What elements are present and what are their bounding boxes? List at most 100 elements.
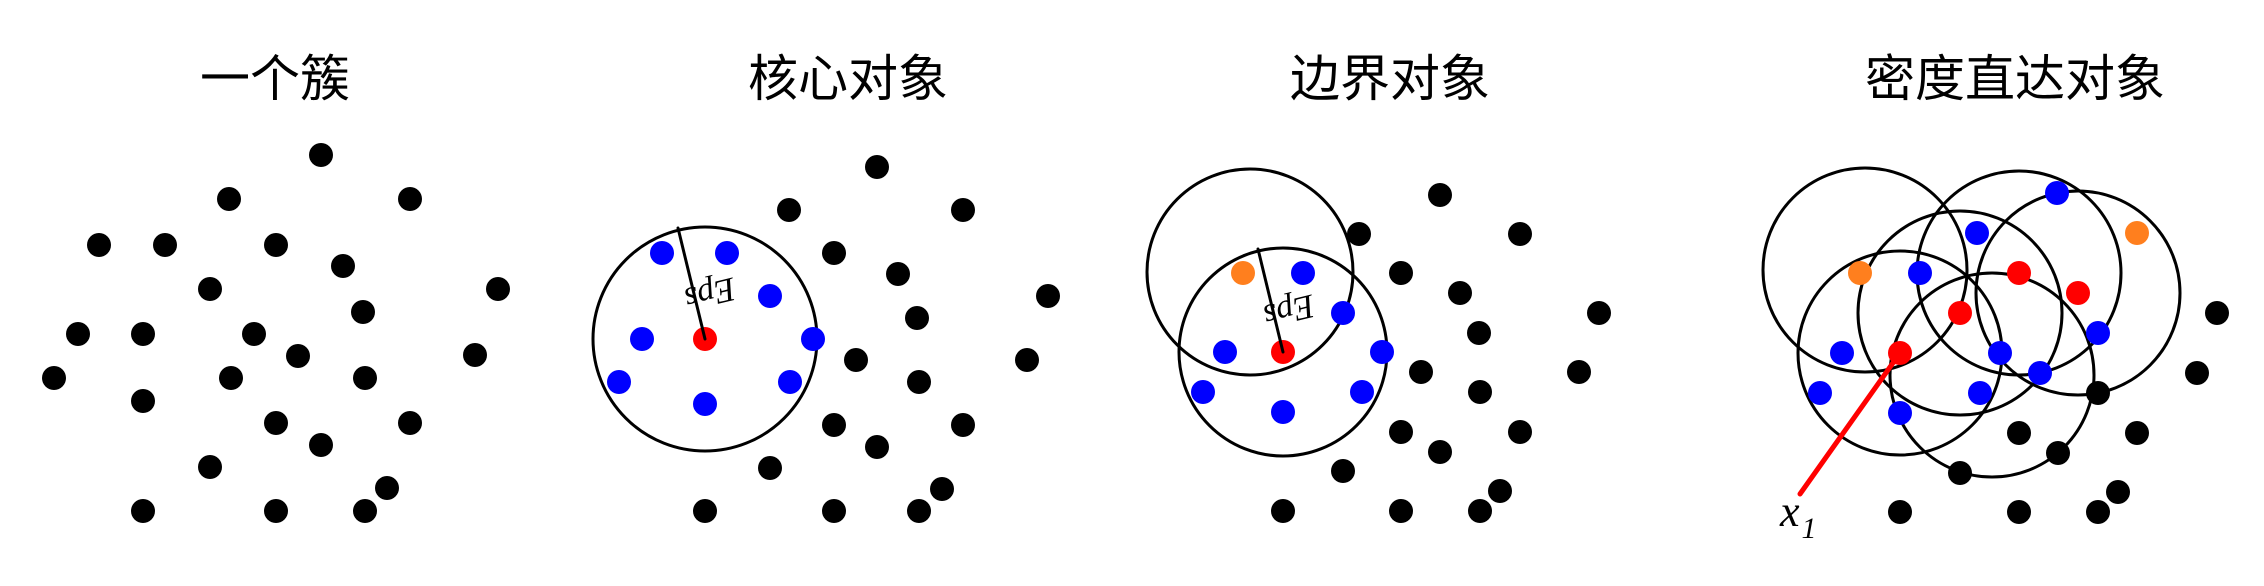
point-neighbor-core-object-18	[693, 392, 717, 416]
panel-density-reachable: x1 密度直达对象	[1761, 50, 2229, 545]
panel-title-core-object: 核心对象	[748, 50, 948, 108]
eps-circle-density-reachable-1	[1856, 209, 2064, 417]
panel-border-object: Eps 边界对象	[1145, 50, 1611, 523]
point-ordinary-density-reachable-25	[2007, 500, 2031, 524]
point-ordinary-core-object-8	[1036, 284, 1060, 308]
point-ordinary-cluster-22	[198, 455, 222, 479]
point-ordinary-border-object-24	[1271, 499, 1295, 523]
point-ordinary-core-object-14	[1015, 348, 1039, 372]
point-neighbor-border-object-16	[1350, 380, 1374, 404]
point-ordinary-border-object-19	[1389, 420, 1413, 444]
eps-circle-density-reachable-3	[1974, 189, 2182, 397]
point-ordinary-cluster-5	[264, 233, 288, 257]
point-ordinary-cluster-2	[398, 187, 422, 211]
point-core-density-reachable-6	[2066, 281, 2090, 305]
point-ordinary-cluster-24	[131, 499, 155, 523]
point-neighbor-density-reachable-18	[1888, 401, 1912, 425]
point-ordinary-cluster-16	[219, 366, 243, 390]
point-ordinary-border-object-23	[1488, 479, 1512, 503]
point-ordinary-cluster-20	[398, 411, 422, 435]
point-neighbor-density-reachable-16	[1968, 381, 1992, 405]
eps-circle-density-reachable-5	[1888, 271, 2096, 479]
point-ordinary-border-object-26	[1468, 499, 1492, 523]
point-ordinary-border-object-21	[1428, 440, 1452, 464]
point-ordinary-density-reachable-26	[2086, 500, 2110, 524]
point-ordinary-cluster-13	[286, 344, 310, 368]
radius-line-core-object-0	[676, 226, 707, 341]
point-ordinary-density-reachable-22	[1948, 461, 1972, 485]
panel-cluster: 一个簇	[42, 50, 510, 523]
point-ordinary-density-reachable-23	[2106, 480, 2130, 504]
point-label-density-reachable-0: x1	[1779, 487, 1817, 545]
point-border-border-object-3	[1231, 261, 1255, 285]
panel-border-object-radius: Eps	[1256, 247, 1319, 354]
point-neighbor-density-reachable-0	[2045, 181, 2069, 205]
point-ordinary-cluster-14	[463, 343, 487, 367]
point-neighbor-density-reachable-15	[1808, 381, 1832, 405]
point-ordinary-cluster-8	[486, 277, 510, 301]
radius-line-border-object-0	[1256, 247, 1285, 354]
point-ordinary-density-reachable-8	[2205, 301, 2229, 325]
point-ordinary-core-object-25	[822, 499, 846, 523]
point-neighbor-border-object-7	[1331, 301, 1355, 325]
point-ordinary-density-reachable-24	[1888, 500, 1912, 524]
panel-core-object-radius: Eps	[676, 226, 740, 341]
point-ordinary-cluster-3	[87, 233, 111, 257]
panel-cluster-points	[42, 143, 510, 523]
point-ordinary-core-object-5	[822, 241, 846, 265]
panel-title-cluster: 一个簇	[200, 50, 350, 108]
point-ordinary-cluster-9	[351, 300, 375, 324]
point-ordinary-core-object-6	[886, 262, 910, 286]
point-neighbor-density-reachable-12	[1988, 341, 2012, 365]
panel-core-object-points	[607, 155, 1060, 523]
eps-circle-density-reachable-4	[1761, 166, 1969, 374]
point-ordinary-core-object-21	[865, 435, 889, 459]
point-ordinary-core-object-23	[930, 477, 954, 501]
point-ordinary-density-reachable-20	[2125, 421, 2149, 445]
point-neighbor-core-object-15	[607, 370, 631, 394]
point-ordinary-border-object-25	[1389, 499, 1413, 523]
point-core-density-reachable-7	[1948, 301, 1972, 325]
point-neighbor-border-object-12	[1370, 340, 1394, 364]
point-ordinary-cluster-17	[353, 366, 377, 390]
point-ordinary-cluster-11	[131, 322, 155, 346]
point-ordinary-border-object-13	[1409, 360, 1433, 384]
panel-density-reachable-points	[1808, 181, 2229, 524]
point-ordinary-core-object-22	[758, 456, 782, 480]
point-ordinary-border-object-8	[1587, 301, 1611, 325]
point-ordinary-core-object-2	[951, 198, 975, 222]
point-ordinary-border-object-5	[1389, 261, 1413, 285]
point-ordinary-cluster-15	[42, 366, 66, 390]
point-ordinary-cluster-7	[198, 277, 222, 301]
panel-border-object-points	[1191, 183, 1611, 523]
point-neighbor-border-object-10	[1213, 340, 1237, 364]
point-neighbor-core-object-7	[758, 284, 782, 308]
eps-circle-border-object-1	[1145, 167, 1355, 377]
point-ordinary-core-object-20	[951, 413, 975, 437]
point-ordinary-border-object-2	[1508, 222, 1532, 246]
point-border-density-reachable-3	[1848, 261, 1872, 285]
point-ordinary-cluster-0	[309, 143, 333, 167]
point-neighbor-border-object-4	[1291, 261, 1315, 285]
point-ordinary-border-object-17	[1468, 380, 1492, 404]
panel-title-border-object: 边界对象	[1290, 50, 1490, 108]
point-ordinary-cluster-21	[309, 433, 333, 457]
point-ordinary-core-object-17	[907, 370, 931, 394]
point-neighbor-border-object-15	[1191, 380, 1215, 404]
point-neighbor-density-reachable-1	[1965, 221, 1989, 245]
point-ordinary-core-object-24	[693, 499, 717, 523]
point-ordinary-border-object-0	[1428, 183, 1452, 207]
point-ordinary-cluster-25	[264, 499, 288, 523]
point-neighbor-border-object-18	[1271, 400, 1295, 424]
point-ordinary-cluster-6	[331, 254, 355, 278]
point-ordinary-density-reachable-21	[2046, 441, 2070, 465]
point-neighbor-density-reachable-13	[2028, 361, 2052, 385]
panel-core-object: Eps 核心对象	[591, 50, 1060, 523]
point-ordinary-core-object-26	[907, 499, 931, 523]
point-neighbor-core-object-16	[778, 370, 802, 394]
point-border-density-reachable-2	[2125, 221, 2149, 245]
point-ordinary-core-object-13	[844, 348, 868, 372]
point-ordinary-density-reachable-17	[2086, 381, 2110, 405]
point-ordinary-cluster-4	[153, 233, 177, 257]
